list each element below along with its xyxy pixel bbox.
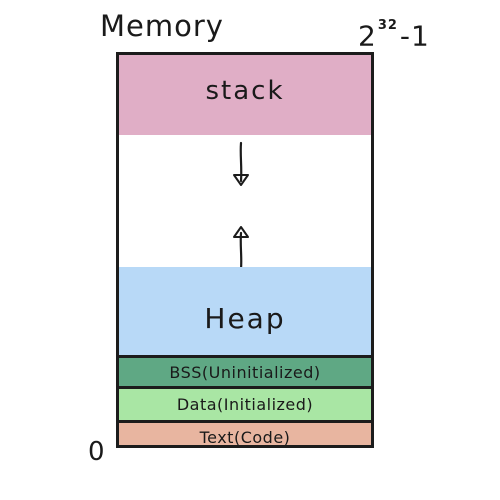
bottom-address-label: 0	[88, 437, 106, 467]
diagram-title: Memory	[100, 9, 224, 43]
arrow-down-icon	[233, 141, 249, 186]
text-label: Text(Code)	[199, 427, 291, 447]
bss-region: BSS(Uninitialized)	[119, 355, 371, 389]
arrow-up-icon	[233, 226, 249, 271]
data-region: Data(Initialized)	[119, 389, 371, 423]
text-region: Text(Code)	[119, 423, 371, 447]
top-address-label: 232-1	[358, 14, 430, 54]
stack-label: stack	[205, 76, 285, 106]
stack-region: stack	[119, 55, 371, 135]
top-address-base: 2	[358, 19, 377, 53]
heap-region: Heap	[119, 267, 371, 355]
heap-label: Heap	[204, 301, 286, 335]
top-address-suffix: -1	[399, 19, 430, 53]
data-label: Data(Initialized)	[176, 395, 314, 414]
memory-layout-box: stack Heap BSS(Uninitialized) Data(Initi…	[116, 52, 374, 448]
top-address-exponent: 32	[377, 18, 398, 33]
bss-label: BSS(Uninitialized)	[169, 362, 321, 382]
